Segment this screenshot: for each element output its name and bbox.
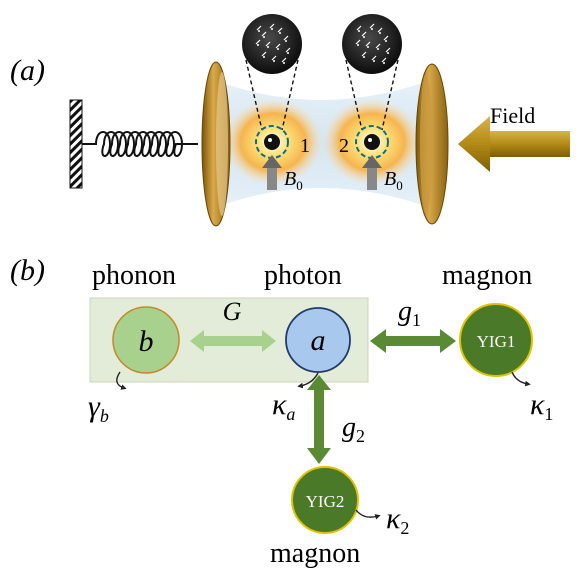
field-label: Field [490,103,535,128]
bias-arrow-1 [262,155,282,190]
phonon-mode-circle [112,306,180,374]
bias-label-1: B0 [284,168,303,193]
decay-kappa-1: κ1 [530,388,553,424]
coupling-G-label: G [223,297,242,326]
bias-label-2: B0 [384,168,403,193]
yig2-circle [291,466,359,534]
magnon-heading-bottom: magnon [270,538,360,569]
magnon-heading-right: magnon [442,260,532,291]
decay-kappa-a: κa [272,388,295,424]
panel-a-label: (a) [10,54,45,87]
magnified-sphere-1 [242,14,302,74]
decay-arrows [116,371,531,520]
coupling-g2-label: g2 [342,412,365,446]
coupling-g2-arrow [307,375,331,464]
sphere-2-label: 2 [339,135,349,157]
zoom-lines [245,59,399,131]
photon-mode-circle [285,307,351,373]
coupling-g1-arrow [370,329,456,353]
yig1-circle [459,303,533,377]
panel-b-label: (b) [10,254,45,287]
field-arrow [458,116,570,172]
wall-hatched [69,99,83,189]
left-mirror [201,61,231,227]
yig1-label: YIG1 [477,332,516,351]
decay-kappa-2: κ2 [386,502,409,538]
bias-arrow-2 [362,155,382,190]
yig2-label: YIG2 [306,492,345,511]
coupling-G-arrow [190,330,276,352]
phonon-heading: phonon [92,260,176,291]
phonon-mode-label: b [139,325,154,358]
coupling-g1-label: g1 [398,296,421,330]
decay-gamma-b: γb [88,390,109,426]
sphere-1-label: 1 [300,135,310,157]
photon-heading: photon [264,260,342,291]
right-mirror [415,63,449,225]
magnified-sphere-2 [342,14,402,74]
spring [82,131,198,157]
photon-mode-label: a [311,324,326,357]
